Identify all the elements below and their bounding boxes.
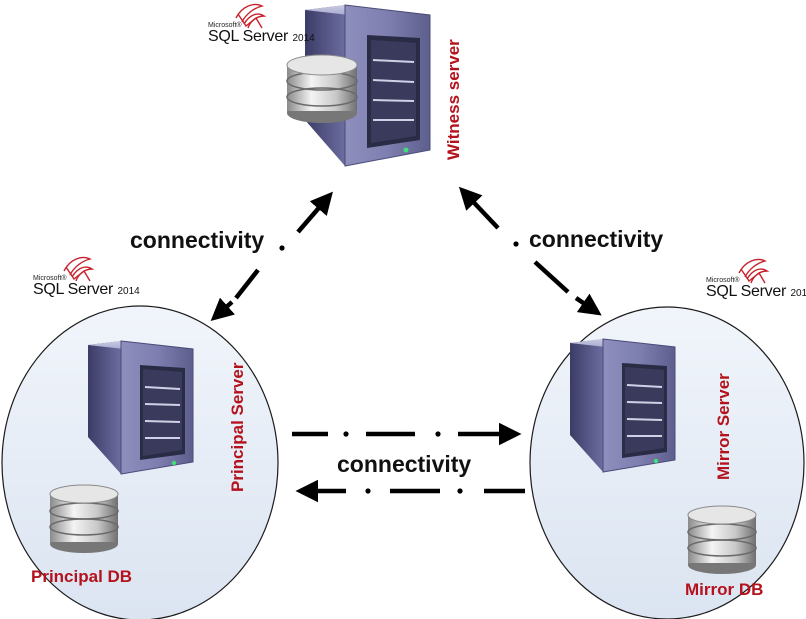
sqlserver-logo-icon [63, 256, 95, 282]
sqlserver-logo-icon [235, 3, 267, 29]
right-connectivity-label: connectivity [529, 226, 664, 252]
bottom-forward-arrow [292, 422, 522, 446]
logo-brand: Microsoft® [706, 277, 740, 284]
mirror-server-icon [570, 338, 676, 473]
logo-brand: Microsoft® [208, 22, 242, 29]
mirror-db-icon [687, 505, 757, 574]
left-connectivity-arrow [210, 191, 333, 321]
sqlserver-logo-mirror: Microsoft® SQL Server 2014 [706, 277, 806, 301]
logo-version: 2014 [117, 286, 140, 297]
logo-brand: Microsoft® [33, 275, 67, 282]
right-connectivity-arrow [458, 186, 602, 316]
principal-server-icon [88, 340, 194, 475]
sqlserver-logo-principal: Microsoft® SQL Server 2014 [33, 275, 140, 299]
sqlserver-logo-icon [738, 258, 770, 284]
principal-db-label: Principal DB [31, 567, 133, 586]
logo-product: SQL Server [706, 283, 786, 300]
sqlserver-logo-witness: Microsoft® SQL Server 2014 [208, 22, 315, 46]
witness-db-icon [286, 54, 358, 123]
mirror-db-label: Mirror DB [685, 580, 764, 599]
logo-version: 2014 [790, 288, 806, 299]
bottom-connectivity-label: connectivity [337, 451, 472, 477]
logo-product: SQL Server [33, 281, 113, 298]
principal-db-icon [49, 484, 119, 553]
left-connectivity-label: connectivity [130, 227, 265, 253]
principal-server-label: Principal Server [228, 362, 247, 492]
witness-server-label: Witness server [444, 39, 463, 160]
bottom-backward-arrow [295, 479, 525, 503]
mirror-server-label: Mirror Server [714, 373, 733, 480]
logo-version: 2014 [292, 33, 315, 44]
logo-product: SQL Server [208, 28, 288, 45]
